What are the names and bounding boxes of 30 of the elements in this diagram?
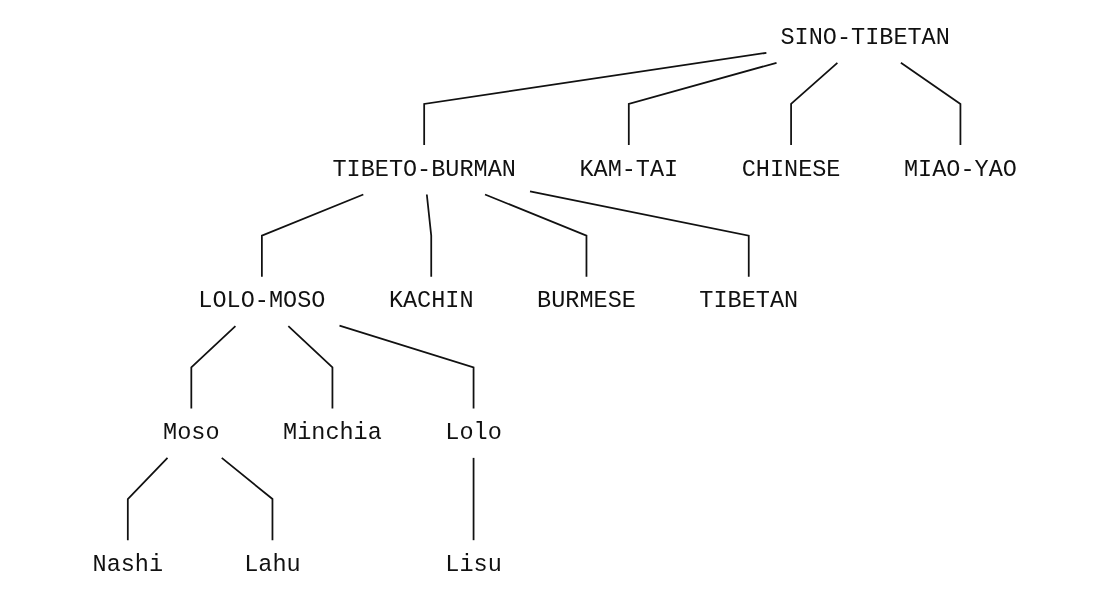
- connector: [260, 193, 364, 278]
- connector: [338, 324, 475, 409]
- node-text: BURMESE: [536, 286, 636, 314]
- node-text: LOLO-MOSO: [198, 286, 326, 314]
- connector: [627, 61, 778, 146]
- node-text: Lolo: [445, 418, 502, 446]
- node-text: SINO-TIBETAN: [780, 23, 950, 51]
- node-text: TIBETAN: [699, 286, 798, 314]
- connector: [472, 456, 475, 541]
- connector: [423, 51, 768, 146]
- node-text: Lisu: [445, 550, 502, 578]
- node-text: KAM-TAI: [579, 155, 678, 183]
- connector: [790, 61, 839, 146]
- node-text: CHINESE: [741, 155, 841, 183]
- connector: [483, 193, 588, 278]
- connector: [126, 456, 169, 541]
- node-text: Moso: [162, 418, 220, 446]
- connector: [528, 189, 750, 278]
- node-text: Minchia: [282, 418, 382, 446]
- node-text: TIBETO-BURMAN: [332, 155, 516, 183]
- language-family-tree: SINO-TIBETAN TIBETO-BURMAN KAM-TAI CHINESE MIAO-YAO LOLO-MOSO KACHIN BURMESE TIBETAN Moso Minchia Lolo Nashi Lahu Lisu: [68, 3, 1041, 599]
- connector: [899, 61, 962, 146]
- node-text: KACHIN: [388, 286, 474, 314]
- connector: [190, 324, 237, 409]
- node-text: Nashi: [92, 550, 163, 578]
- connector: [220, 456, 274, 541]
- node-text: Lahu: [244, 550, 301, 578]
- node-text: MIAO-YAO: [903, 155, 1017, 183]
- connector: [287, 324, 334, 409]
- connector: [425, 193, 432, 278]
